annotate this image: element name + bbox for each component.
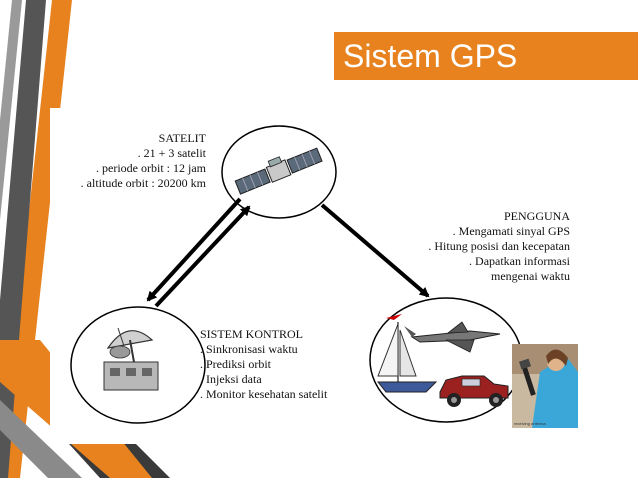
arrow-control-to-satellite — [154, 205, 251, 308]
light-stripe-left — [0, 0, 22, 220]
control-line-3: . Injeksi data — [200, 372, 262, 386]
satellite-icon — [234, 147, 323, 195]
satellite-line-1: . 21 + 3 satelit — [137, 146, 206, 160]
satellite-label: SATELIT . 21 + 3 satelit . periode orbit… — [56, 131, 206, 191]
user-heading: PENGGUNA — [504, 209, 570, 223]
jet-icon — [404, 321, 501, 353]
control-line-1: . Sinkronisasi waktu — [200, 342, 298, 356]
photo-caption: receiving antenna — [514, 421, 546, 426]
user-line-3: . Dapatkan informasi — [469, 254, 570, 268]
arrow-satellite-to-control — [146, 197, 242, 302]
control-line-4: . Monitor kesehatan satelit — [200, 387, 328, 401]
gray-corner-band — [0, 400, 82, 478]
user-line-1: . Mengamati sinyal GPS — [452, 224, 570, 238]
antenna-dish-icon — [103, 327, 159, 391]
satellite-line-3: . altitude orbit : 20200 km — [80, 176, 206, 190]
user-line-2: . Hitung posisi dan kecepatan — [428, 239, 570, 253]
control-line-2: . Prediksi orbit — [200, 357, 271, 371]
car-icon — [439, 375, 509, 407]
title-bar: Sistem GPS — [334, 32, 638, 80]
control-heading: SISTEM KONTROL — [200, 327, 304, 341]
control-label: SISTEM KONTROL . Sinkronisasi waktu . Pr… — [200, 327, 327, 402]
satellite-line-2: . periode orbit : 12 jam — [96, 161, 206, 175]
arrow-satellite-to-user — [320, 203, 430, 298]
sailboat-icon — [376, 314, 438, 393]
user-label: PENGGUNA . Mengamati sinyal GPS . Hitung… — [396, 209, 570, 284]
slide-title: Sistem GPS — [343, 38, 518, 74]
hiker-photo — [512, 344, 578, 428]
satellite-heading: SATELIT — [158, 131, 206, 145]
user-line-4: mengenai waktu — [491, 269, 570, 283]
